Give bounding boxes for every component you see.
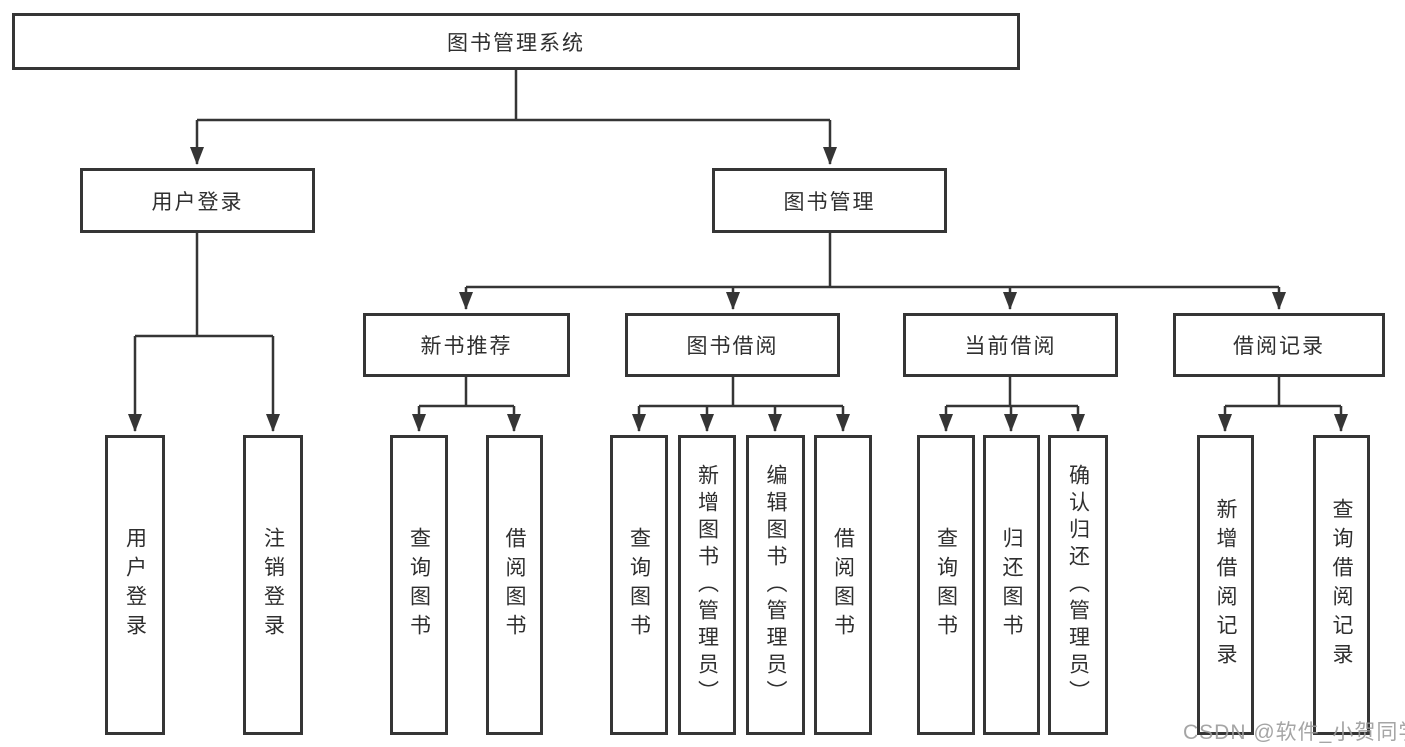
node-label: 确认归还（管理员） xyxy=(1066,463,1090,707)
connector-user-login-children xyxy=(128,233,280,432)
node-label: 用户登录 xyxy=(151,190,244,214)
leaf-add-books-admin: 新增图书（管理员） xyxy=(678,435,736,735)
node-label: 当前借阅 xyxy=(964,335,1057,358)
leaf-edit-books-admin: 编辑图书（管理员） xyxy=(746,435,805,735)
node-label: 查询借阅记录 xyxy=(1330,498,1353,672)
leaf-borrow-books-recommend: 借阅图书 xyxy=(486,435,543,735)
leaf-add-borrow-record: 新增借阅记录 xyxy=(1197,435,1254,735)
leaf-logout: 注销登录 xyxy=(243,435,303,735)
leaf-user-login: 用户登录 xyxy=(105,435,165,735)
leaf-query-books-recommend: 查询图书 xyxy=(390,435,448,735)
node-label: 借阅记录 xyxy=(1233,335,1325,358)
csdn-watermark: CSDN @软件_小贺同学 xyxy=(1183,721,1405,744)
node-label: 用户登录 xyxy=(123,527,147,643)
node-current-borrowing: 当前借阅 xyxy=(903,313,1118,377)
leaf-return-books: 归还图书 xyxy=(983,435,1040,735)
node-label: 图书管理 xyxy=(783,190,876,214)
node-root-system: 图书管理系统 xyxy=(12,13,1020,70)
node-label: 图书管理系统 xyxy=(447,31,585,55)
node-label: 编辑图书（管理员） xyxy=(764,463,787,707)
leaf-query-books-current: 查询图书 xyxy=(917,435,975,735)
connector-root-to-level2 xyxy=(190,70,837,165)
node-borrowing-records: 借阅记录 xyxy=(1173,313,1385,377)
leaf-borrow-books: 借阅图书 xyxy=(814,435,872,735)
node-label: 注销登录 xyxy=(261,527,285,643)
node-label: 新增图书（管理员） xyxy=(695,463,719,707)
node-new-book-recommend: 新书推荐 xyxy=(363,313,570,377)
node-label: 图书借阅 xyxy=(686,335,779,358)
leaf-query-borrow-record: 查询借阅记录 xyxy=(1313,435,1370,735)
connector-current-borrow-children xyxy=(939,377,1085,432)
node-label: 新书推荐 xyxy=(420,335,513,358)
leaf-query-books-borrowing: 查询图书 xyxy=(610,435,668,735)
leaf-confirm-return-admin: 确认归还（管理员） xyxy=(1048,435,1108,735)
node-label: 查询图书 xyxy=(934,527,958,643)
node-label: 借阅图书 xyxy=(503,527,526,643)
node-book-borrowing: 图书借阅 xyxy=(625,313,840,377)
node-label: 查询图书 xyxy=(407,527,431,643)
node-user-login: 用户登录 xyxy=(80,168,315,233)
connector-book-mgmt-to-level3 xyxy=(459,233,1286,310)
connector-new-book-children xyxy=(412,377,521,432)
node-label: 归还图书 xyxy=(1000,527,1023,643)
node-label: 查询图书 xyxy=(627,527,651,643)
node-label: 借阅图书 xyxy=(831,527,855,643)
connector-book-borrow-children xyxy=(632,377,850,432)
connector-borrow-record-children xyxy=(1218,377,1348,432)
node-label: 新增借阅记录 xyxy=(1214,498,1237,672)
node-book-management: 图书管理 xyxy=(712,168,947,233)
